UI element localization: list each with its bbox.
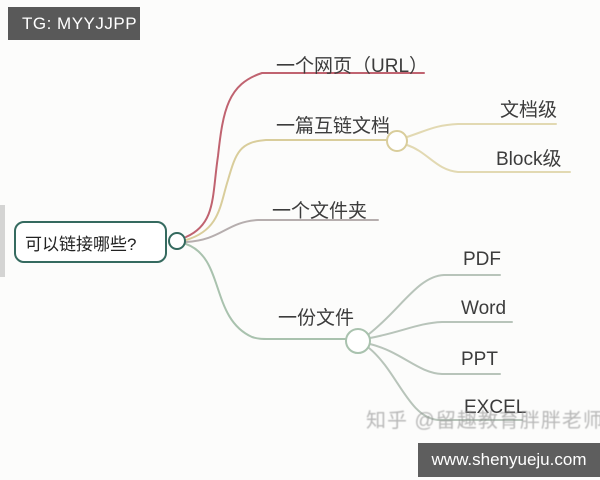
subbranch-label-pdf: PDF <box>463 249 501 270</box>
subbranch-line-word <box>369 321 513 339</box>
left-edge-artifact <box>0 205 5 277</box>
tg-badge: TG: MYYJJPP <box>8 7 140 40</box>
branch-label-folder: 一个文件夹 <box>272 201 368 222</box>
subbranch-line-excel <box>368 347 523 421</box>
branch-line-linked-doc <box>185 139 387 241</box>
subbranch-line-doc-level <box>406 123 557 138</box>
branch-line-file <box>185 243 346 340</box>
root-node: 可以链接哪些? <box>14 221 167 263</box>
file-junction <box>345 328 371 354</box>
subbranch-label-block-level: Block级 <box>496 149 562 170</box>
branch-line-folder <box>185 219 379 243</box>
linked-doc-junction <box>386 130 408 152</box>
website-banner: www.shenyueju.com <box>418 443 600 477</box>
branch-label-file: 一份文件 <box>278 308 355 329</box>
subbranch-label-word: Word <box>461 298 507 319</box>
subbranch-label-ppt: PPT <box>461 349 498 370</box>
root-node-label: 可以链接哪些? <box>25 234 137 254</box>
subbranch-label-doc-level: 文档级 <box>500 100 558 121</box>
subbranch-line-ppt <box>369 343 501 375</box>
branch-label-linked-doc: 一篇互链文档 <box>276 116 391 137</box>
subbranch-line-pdf <box>368 274 501 335</box>
branch-label-webpage: 一个网页（URL） <box>276 56 429 77</box>
subbranch-label-excel: EXCEL <box>464 397 527 418</box>
root-junction <box>168 232 186 250</box>
subbranch-line-block-level <box>406 144 571 173</box>
branch-line-webpage <box>185 72 425 238</box>
watermark-text: 知乎 @留趣教育胖胖老师 <box>366 410 600 432</box>
